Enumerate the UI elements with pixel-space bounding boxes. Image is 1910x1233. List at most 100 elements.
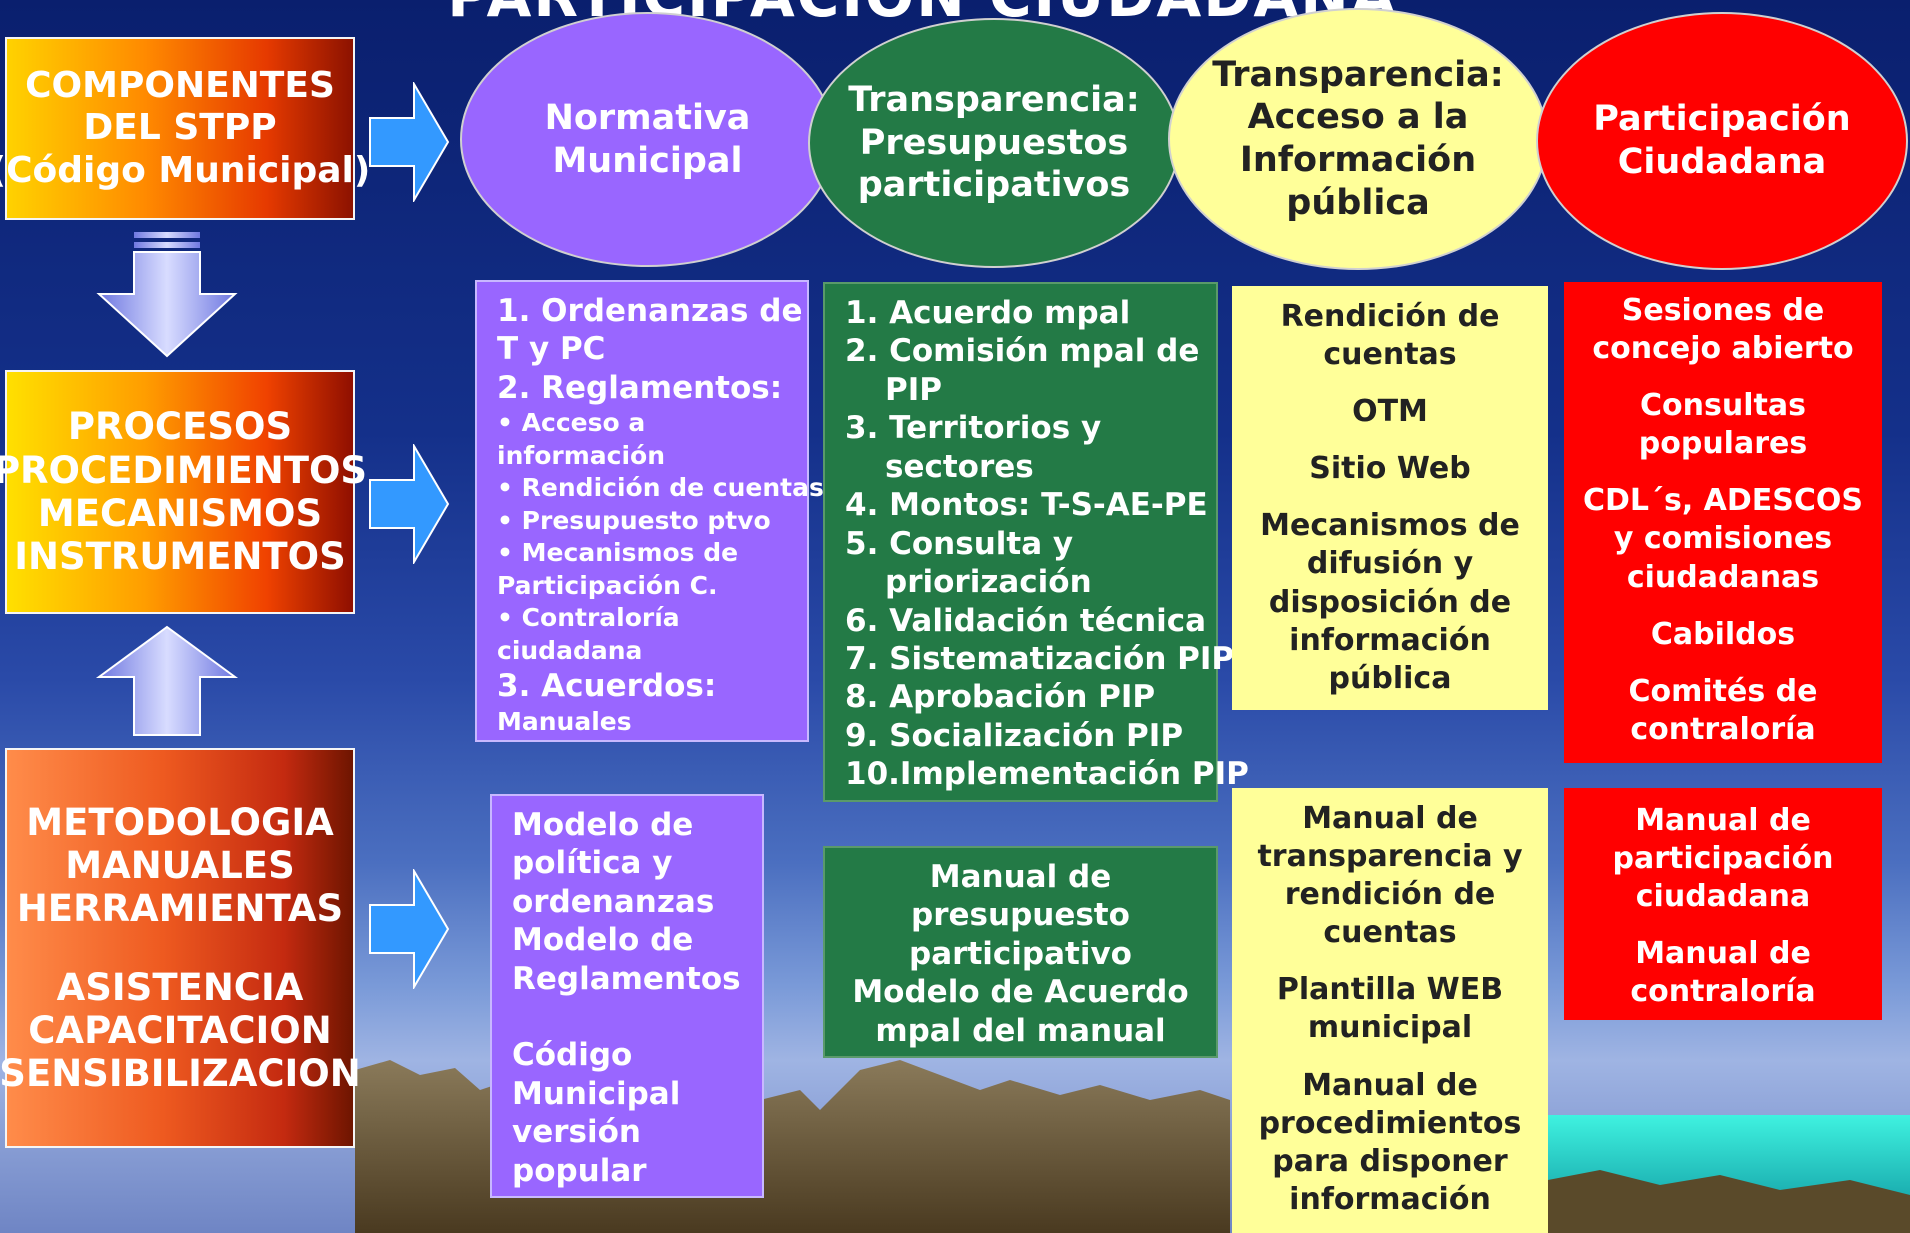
list-item: ordenanzas (512, 883, 715, 920)
header-normativa: Normativa Municipal (460, 12, 835, 267)
list-item: • Presupuesto ptvo (497, 505, 771, 535)
header-participacion: Participación Ciudadana (1536, 12, 1908, 270)
header-line: Acceso a la (1247, 97, 1469, 138)
procesos-box: PROCESOS PROCEDIMIENTOS MECANISMOS INSTR… (0, 370, 367, 614)
list-item: Comités de (1628, 673, 1818, 709)
list-item: difusión y (1306, 546, 1474, 582)
header-line: Transparencia: (848, 79, 1140, 120)
normativa-herramientas-box: Modelo de política y ordenanzas Modelo d… (490, 794, 764, 1198)
metodologia-box: METODOLOGIA MANUALES HERRAMIENTAS ASISTE… (0, 748, 361, 1148)
header-line: participativos (857, 165, 1131, 206)
normativa-procesos-box: 1. Ordenanzas de T y PC 2. Reglamentos: … (475, 280, 824, 742)
list-item: 4. Montos: T-S-AE-PE (845, 487, 1208, 524)
list-item: información (497, 440, 666, 470)
list-item: 3. Territorios y (845, 410, 1102, 447)
list-item: contraloría (1630, 974, 1816, 1010)
list-item: 7. Sistematización PIP (845, 640, 1235, 677)
header-line: Ciudadana (1617, 142, 1827, 182)
list-item: • Acceso a (497, 408, 646, 438)
list-item: Manual de (929, 859, 1112, 895)
list-item: concejo abierto (1592, 331, 1854, 367)
presupuesto-procesos-box: 1. Acuerdo mpal 2. Comisión mpal de PIP … (823, 282, 1249, 802)
list-item: • Contraloría (497, 603, 680, 633)
list-item: Manual de (1635, 936, 1811, 972)
list-item: Municipal (512, 1075, 681, 1112)
list-item: popular (512, 1152, 647, 1189)
header-line: Presupuestos (859, 122, 1129, 163)
list-item: rendición de (1284, 877, 1496, 913)
list-item: mpal del manual (875, 1012, 1166, 1049)
list-item: Modelo de (512, 922, 694, 959)
down-arrow (96, 232, 238, 358)
metodologia-line: METODOLOGIA (26, 800, 334, 844)
list-item: 3. Acuerdos: (497, 668, 717, 705)
header-line: Transparencia: (1212, 54, 1504, 95)
list-item: y comisiones (1613, 521, 1833, 557)
list-item: Consultas (1640, 388, 1806, 424)
up-arrow (95, 625, 239, 736)
list-item: Rendición de (1280, 299, 1500, 334)
list-item: 1. Acuerdo mpal (845, 295, 1131, 331)
participacion-procesos-box: Sesiones de concejo abierto Consultas po… (1564, 282, 1882, 763)
header-informacion: Transparencia: Acceso a la Información p… (1168, 8, 1548, 270)
right-arrow (369, 82, 450, 202)
list-item: • Rendición de cuentas (497, 473, 824, 503)
procesos-line: PROCESOS (67, 405, 293, 449)
componentes-line: (Código Municipal) (0, 149, 371, 191)
list-item: T y PC (497, 331, 606, 368)
right-arrow (369, 869, 450, 989)
list-item: sectores (885, 448, 1034, 485)
list-item: 6. Validación técnica (845, 602, 1207, 639)
componentes-box: COMPONENTES DEL STPP (Código Municipal) (0, 37, 370, 220)
header-presupuestos: Transparencia: Presupuestos participativ… (808, 18, 1180, 268)
list-item: procedimientos (1258, 1105, 1522, 1141)
header-line: Participación (1593, 99, 1851, 140)
list-item: Plantilla WEB (1276, 972, 1504, 1008)
list-item: política y (512, 845, 673, 882)
procesos-line: INSTRUMENTOS (14, 535, 346, 579)
list-item: Manual de (1302, 801, 1478, 836)
list-item: Reglamentos (512, 960, 741, 997)
list-item: Manual de (1302, 1067, 1478, 1103)
list-item: Manual de (1635, 803, 1811, 838)
list-item: participación (1612, 841, 1834, 877)
header-line: Municipal (552, 140, 743, 181)
procesos-line: PROCEDIMIENTOS (0, 448, 368, 492)
list-item: versión (512, 1114, 641, 1151)
list-item: ciudadana (497, 635, 643, 665)
informacion-herramientas-box: Manual de transparencia y rendición de c… (1232, 788, 1548, 1233)
list-item: disposición de (1268, 584, 1512, 620)
list-item: Modelo de Acuerdo (852, 974, 1189, 1011)
componentes-line: COMPONENTES (25, 65, 335, 107)
informacion-procesos-box: Rendición de cuentas OTM Sitio Web Mecan… (1232, 286, 1548, 710)
list-item: 1. Ordenanzas de (497, 293, 803, 329)
list-item: PIP (885, 371, 942, 408)
list-item: CDL´s, ADESCOS (1582, 483, 1864, 519)
list-item: 2. Reglamentos: (497, 369, 783, 406)
list-item: presupuesto (911, 897, 1130, 934)
list-item: Mecanismos de (1260, 508, 1520, 544)
right-arrow (369, 444, 450, 564)
procesos-line: MECANISMOS (37, 492, 323, 535)
asistencia-line: CAPACITACION (28, 1008, 332, 1052)
header-line: Normativa (544, 97, 751, 138)
list-item: priorización (885, 564, 1092, 601)
shore (1548, 1170, 1910, 1233)
list-item: 10.Implementación PIP (845, 756, 1249, 793)
list-item: ciudadana (1635, 879, 1811, 915)
list-item: Código (512, 1037, 633, 1074)
list-item: Modelo de (512, 807, 694, 843)
list-item: 5. Consulta y (845, 525, 1074, 562)
list-item: cuentas (1323, 915, 1457, 951)
list-item: Manuales (497, 706, 632, 736)
list-item: • Mecanismos de (497, 538, 739, 568)
list-item: para disponer (1272, 1143, 1508, 1179)
componentes-line: DEL STPP (83, 107, 277, 149)
list-item: Participación C. (497, 570, 718, 600)
header-line: pública (1286, 182, 1430, 223)
list-item: pública (1328, 660, 1452, 696)
list-item: información (1289, 622, 1491, 658)
header-line: Información (1239, 140, 1477, 180)
asistencia-line: SENSIBILIZACION (0, 1052, 361, 1096)
list-item: ciudadanas (1626, 559, 1820, 595)
